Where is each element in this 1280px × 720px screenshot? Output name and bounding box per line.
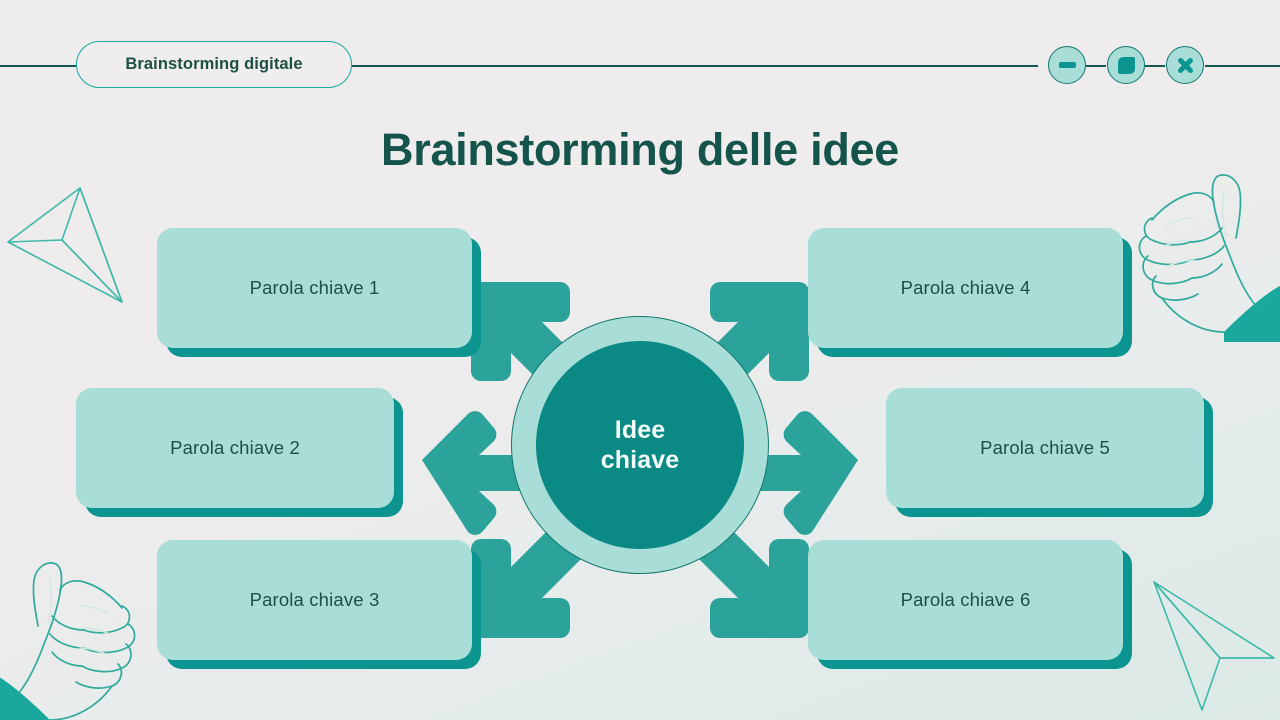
keyword-node-5-label: Parola chiave 5 — [980, 437, 1110, 458]
central-node-inner: Idee chiave — [536, 341, 744, 549]
minimize-icon — [1058, 62, 1076, 68]
central-node-line1: Idee — [614, 415, 666, 444]
document-tab-label: Brainstorming digitale — [125, 55, 303, 73]
central-node-label: Idee chiave — [601, 415, 679, 476]
maximize-icon — [1117, 56, 1135, 74]
arrow-right — [721, 411, 858, 535]
page-title: Brainstorming delle idee — [381, 124, 899, 175]
keyword-node-6[interactable]: Parola chiave 6 — [808, 540, 1123, 660]
document-tab[interactable]: Brainstorming digitale — [76, 41, 352, 88]
arrow-left — [422, 411, 559, 535]
keyword-node-5[interactable]: Parola chiave 5 — [886, 388, 1204, 508]
maximize-button[interactable] — [1107, 46, 1145, 84]
titlebar-rule-middle — [352, 65, 1038, 67]
keyword-node-2[interactable]: Parola chiave 2 — [76, 388, 394, 508]
keyword-node-1[interactable]: Parola chiave 1 — [157, 228, 472, 348]
arrow-group — [400, 250, 880, 675]
keyword-node-3-label: Parola chiave 3 — [249, 589, 380, 610]
close-button[interactable] — [1166, 46, 1204, 84]
keyword-node-1-label: Parola chiave 1 — [249, 277, 380, 298]
central-node[interactable]: Idee chiave — [511, 316, 769, 574]
keyword-node-6-label: Parola chiave 6 — [900, 589, 1031, 610]
central-node-line2: chiave — [600, 446, 680, 474]
titlebar-rule-3 — [1205, 65, 1280, 67]
titlebar-rule-2 — [1145, 65, 1165, 67]
window-titlebar: Brainstorming digitale — [0, 0, 1280, 100]
keyword-node-3[interactable]: Parola chiave 3 — [157, 540, 472, 660]
titlebar-rule-left — [0, 65, 80, 67]
keyword-node-4-label: Parola chiave 4 — [900, 277, 1031, 298]
minimize-button[interactable] — [1048, 46, 1086, 84]
titlebar-rule-1 — [1086, 65, 1106, 67]
keyword-node-4[interactable]: Parola chiave 4 — [808, 228, 1123, 348]
keyword-node-2-label: Parola chiave 2 — [170, 437, 300, 458]
